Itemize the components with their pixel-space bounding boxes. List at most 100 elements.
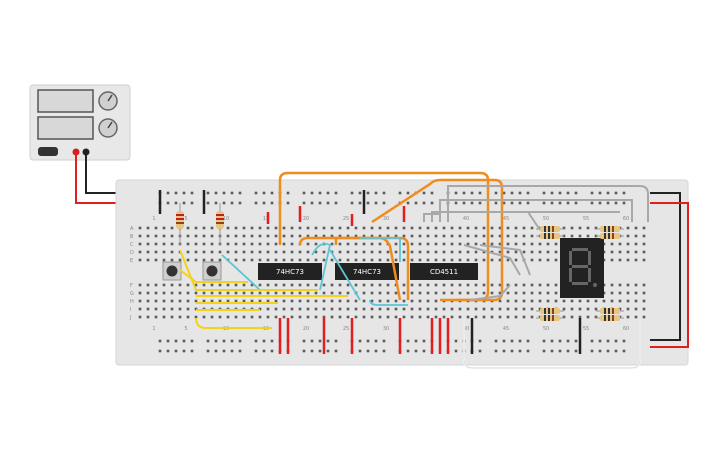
breadboard-hole[interactable] — [394, 307, 398, 311]
breadboard-hole[interactable] — [558, 191, 562, 195]
breadboard-hole[interactable] — [250, 226, 254, 230]
breadboard-hole[interactable] — [622, 349, 626, 353]
breadboard-hole[interactable] — [218, 299, 222, 303]
breadboard-hole[interactable] — [242, 315, 246, 319]
breadboard-hole[interactable] — [178, 307, 182, 311]
breadboard-hole[interactable] — [298, 315, 302, 319]
resistor[interactable] — [536, 315, 564, 321]
breadboard-hole[interactable] — [598, 349, 602, 353]
breadboard-hole[interactable] — [422, 201, 426, 205]
breadboard-hole[interactable] — [406, 201, 410, 205]
breadboard-hole[interactable] — [418, 291, 422, 295]
breadboard-hole[interactable] — [546, 250, 550, 254]
breadboard-hole[interactable] — [270, 201, 274, 205]
breadboard-hole[interactable] — [466, 226, 470, 230]
breadboard-hole[interactable] — [578, 226, 582, 230]
breadboard-hole[interactable] — [326, 339, 330, 343]
breadboard-hole[interactable] — [614, 349, 618, 353]
breadboard-hole[interactable] — [378, 258, 382, 262]
breadboard-hole[interactable] — [330, 315, 334, 319]
breadboard-hole[interactable] — [550, 191, 554, 195]
breadboard-hole[interactable] — [594, 307, 598, 311]
breadboard-hole[interactable] — [274, 258, 278, 262]
breadboard-hole[interactable] — [138, 226, 142, 230]
breadboard-hole[interactable] — [474, 242, 478, 246]
resistor-2[interactable] — [216, 203, 224, 245]
breadboard-hole[interactable] — [202, 234, 206, 238]
breadboard-hole[interactable] — [514, 234, 518, 238]
breadboard-hole[interactable] — [642, 258, 646, 262]
breadboard-hole[interactable] — [386, 299, 390, 303]
breadboard-hole[interactable] — [498, 299, 502, 303]
chip-74hc73-1[interactable]: 74HC73 — [258, 263, 322, 280]
breadboard-hole[interactable] — [254, 201, 258, 205]
breadboard-hole[interactable] — [194, 291, 198, 295]
breadboard-hole[interactable] — [474, 234, 478, 238]
breadboard-hole[interactable] — [354, 299, 358, 303]
breadboard-hole[interactable] — [306, 226, 310, 230]
breadboard-hole[interactable] — [242, 291, 246, 295]
breadboard-hole[interactable] — [302, 201, 306, 205]
breadboard-hole[interactable] — [426, 234, 430, 238]
breadboard-hole[interactable] — [442, 250, 446, 254]
breadboard-hole[interactable] — [154, 315, 158, 319]
breadboard-hole[interactable] — [450, 258, 454, 262]
breadboard-hole[interactable] — [450, 242, 454, 246]
breadboard-hole[interactable] — [274, 291, 278, 295]
breadboard-hole[interactable] — [290, 258, 294, 262]
chip-cd4511[interactable]: CD4511 — [410, 263, 478, 280]
breadboard-hole[interactable] — [362, 315, 366, 319]
breadboard-hole[interactable] — [330, 283, 334, 287]
breadboard-hole[interactable] — [138, 307, 142, 311]
breadboard-hole[interactable] — [162, 315, 166, 319]
breadboard-hole[interactable] — [258, 226, 262, 230]
breadboard-hole[interactable] — [314, 258, 318, 262]
breadboard-hole[interactable] — [266, 242, 270, 246]
breadboard-hole[interactable] — [202, 283, 206, 287]
breadboard-hole[interactable] — [270, 191, 274, 195]
breadboard-hole[interactable] — [374, 339, 378, 343]
breadboard-hole[interactable] — [358, 201, 362, 205]
breadboard-hole[interactable] — [274, 242, 278, 246]
breadboard-hole[interactable] — [146, 258, 150, 262]
breadboard-hole[interactable] — [366, 339, 370, 343]
breadboard-hole[interactable] — [230, 201, 234, 205]
breadboard-hole[interactable] — [298, 299, 302, 303]
breadboard-hole[interactable] — [190, 191, 194, 195]
breadboard-hole[interactable] — [338, 291, 342, 295]
breadboard-hole[interactable] — [462, 201, 466, 205]
breadboard-hole[interactable] — [434, 258, 438, 262]
breadboard-hole[interactable] — [414, 339, 418, 343]
breadboard-hole[interactable] — [234, 242, 238, 246]
breadboard-hole[interactable] — [538, 258, 542, 262]
breadboard-hole[interactable] — [186, 307, 190, 311]
breadboard-hole[interactable] — [442, 291, 446, 295]
breadboard-hole[interactable] — [554, 299, 558, 303]
breadboard-hole[interactable] — [210, 291, 214, 295]
breadboard-hole[interactable] — [154, 250, 158, 254]
breadboard-hole[interactable] — [186, 226, 190, 230]
breadboard-hole[interactable] — [306, 258, 310, 262]
breadboard-hole[interactable] — [450, 283, 454, 287]
breadboard-hole[interactable] — [170, 242, 174, 246]
breadboard-hole[interactable] — [474, 258, 478, 262]
breadboard-hole[interactable] — [514, 226, 518, 230]
breadboard-hole[interactable] — [606, 349, 610, 353]
breadboard-hole[interactable] — [498, 283, 502, 287]
breadboard-hole[interactable] — [502, 191, 506, 195]
breadboard-hole[interactable] — [450, 291, 454, 295]
breadboard-hole[interactable] — [410, 226, 414, 230]
breadboard-hole[interactable] — [642, 291, 646, 295]
breadboard-hole[interactable] — [370, 242, 374, 246]
breadboard-hole[interactable] — [606, 201, 610, 205]
breadboard-hole[interactable] — [618, 242, 622, 246]
breadboard-hole[interactable] — [410, 283, 414, 287]
breadboard-hole[interactable] — [386, 258, 390, 262]
breadboard-hole[interactable] — [166, 349, 170, 353]
breadboard-hole[interactable] — [266, 307, 270, 311]
breadboard-hole[interactable] — [354, 242, 358, 246]
breadboard-hole[interactable] — [218, 258, 222, 262]
breadboard-hole[interactable] — [642, 250, 646, 254]
breadboard-hole[interactable] — [522, 283, 526, 287]
